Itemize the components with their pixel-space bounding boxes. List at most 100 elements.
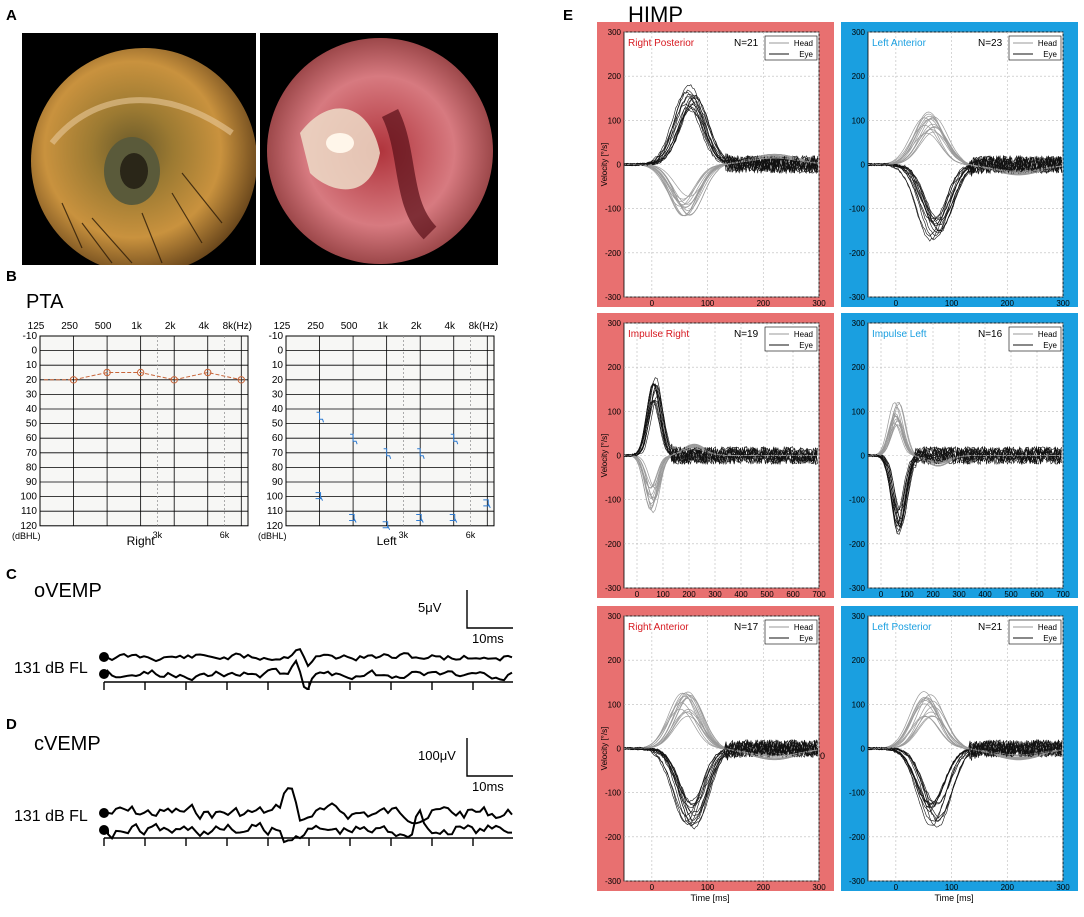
x-axis-label: Time [ms] [690,893,730,903]
right-ear-label: Right [127,534,156,548]
subplot-count: N=21 [978,622,1003,633]
x-axis-label: Time [ms] [934,893,974,903]
y-tick-label: 300 [852,612,866,621]
x-tick-label: 0 [894,299,899,307]
eye-velocity-trace [623,89,819,175]
left-masked-air-marker [349,514,357,523]
eye-velocity-trace [623,395,818,465]
db-label: 100 [266,492,283,503]
subplot-title: Right Anterior [628,622,689,633]
db-label: 90 [26,477,38,488]
eye-velocity-trace [623,739,819,808]
x-tick-label: 400 [978,590,992,598]
legend-box [1008,326,1062,352]
right-threshold-marker [204,368,212,377]
left-masked-bone-marker [450,433,459,445]
db-label: 50 [26,419,38,430]
audiogram-frame [39,335,249,527]
freq-label: 2k [165,321,177,332]
legend-head-label: Head [1038,623,1057,632]
freq-label: 250 [307,321,324,332]
y-tick-label: 300 [608,612,622,621]
eye-velocity-trace [623,738,819,813]
panel-c-letter: C [6,566,17,583]
left-masked-air-marker [449,514,458,523]
db-label: -10 [23,331,38,342]
x-tick-label: 300 [812,299,826,307]
legend-box [764,326,818,352]
eye-velocity-trace [867,155,1063,220]
head-velocity-trace [868,700,1062,759]
right-threshold-marker [237,376,245,384]
right-threshold-line [44,371,242,381]
cvemp-title: cVEMP [34,733,101,755]
cvemp-traces [99,738,513,846]
db-label: 40 [26,404,38,415]
y-tick-label: 100 [608,116,622,125]
eye-velocity-trace [867,739,1063,807]
eye-velocity-trace [867,739,1063,826]
subplot-count: N=17 [734,622,759,633]
head-velocity-trace [624,709,818,757]
legend-box [764,35,818,61]
legend-eye-label: Eye [1043,634,1057,643]
y-tick-label: 200 [608,72,622,81]
ovemp-title: oVEMP [34,580,102,602]
subplot-title: Left Posterior [872,622,932,633]
freq-label: 3k [153,530,163,540]
y-tick-label: 100 [852,407,866,416]
freq-label: 125 [28,321,45,332]
head-velocity-trace [868,406,1062,466]
legend-eye-label: Eye [799,341,813,350]
legend-eye-label: Eye [1043,50,1057,59]
ovemp-time-scale: 10ms [472,631,504,646]
y-tick-label: 200 [608,363,622,372]
legend-box [1008,35,1062,61]
db-label: 110 [267,506,283,517]
head-velocity-trace [624,446,818,501]
y-tick-label: 100 [852,116,866,125]
eye-velocity-trace [623,101,819,174]
legend-eye-label: Eye [1043,341,1057,350]
y-tick-label: -300 [605,877,622,886]
x-tick-label: 300 [1056,883,1070,891]
x-tick-label: 600 [786,590,800,598]
freq-label: 6k [220,530,230,540]
legend-box [764,619,818,645]
subplot-title: Left Anterior [872,38,927,49]
unit-label: (dBHL) [12,531,41,541]
head-velocity-trace [868,123,1062,173]
y-tick-label: 300 [852,28,866,37]
x-tick-label: 200 [1001,883,1015,891]
y-tick-label: -300 [605,293,622,302]
y-tick-label: -300 [849,584,866,593]
y-tick-label: 300 [608,319,622,328]
y-tick-label: 0 [861,745,866,754]
left-masked-air-marker [315,492,323,501]
head-velocity-trace [868,111,1062,176]
db-label: 90 [272,477,284,488]
head-velocity-trace [868,129,1062,172]
subplot-count: N=19 [734,329,759,340]
panel-d-letter: D [6,716,17,733]
db-label: 60 [272,433,284,444]
x-tick-label: 700 [812,590,826,598]
legend-head-label: Head [794,623,813,632]
ovemp-stim-label: 131 dB FL [14,660,88,677]
x-tick-label: 100 [900,590,914,598]
cvemp-stim-label: 131 dB FL [14,808,88,825]
head-velocity-trace [624,157,818,197]
y-tick-label: -200 [605,540,622,549]
db-label: -10 [269,331,284,342]
x-tick-label: 0 [635,590,640,598]
db-label: 100 [20,492,37,503]
y-tick-label: -200 [849,249,866,258]
